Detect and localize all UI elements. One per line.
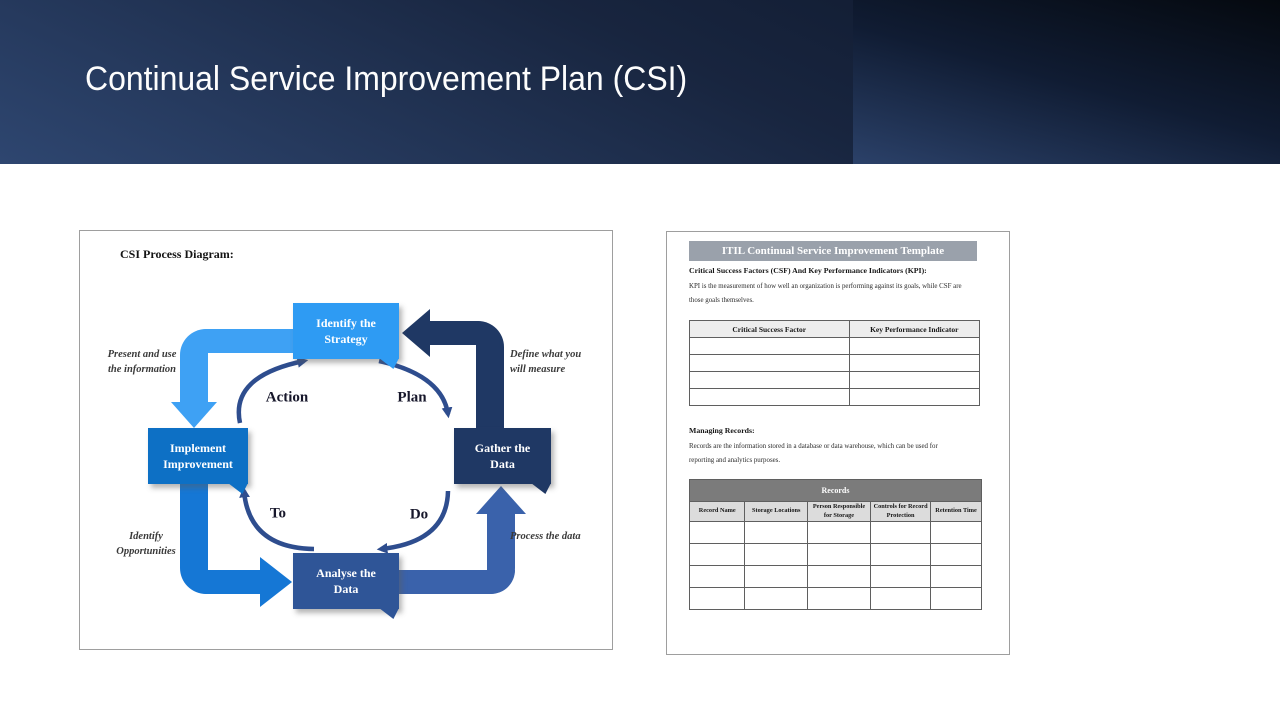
cycle-label-plan: Plan <box>397 389 427 406</box>
arc-action <box>236 356 309 424</box>
csi-diagram-panel: CSI Process Diagram: <box>79 230 613 650</box>
table-header-row: Record Name Storage Locations Person Res… <box>688 501 982 522</box>
table-row <box>689 388 980 406</box>
arc-to <box>239 486 315 552</box>
folded-corner-icon <box>228 483 248 494</box>
box-label-line: Improvement <box>163 457 233 471</box>
table-row <box>689 354 980 372</box>
slide-title: Continual Service Improvement Plan (CSI) <box>85 60 688 98</box>
cycle-label-to: To <box>269 505 287 522</box>
diagram-heading: CSI Process Diagram: <box>120 247 234 261</box>
record-name-header: Record Name <box>688 501 746 522</box>
annotation-define-measure: Define what you will measure <box>510 349 582 375</box>
box-analyse-data: Analyse the Data <box>293 553 399 619</box>
box-label-line: Identify the <box>316 315 376 330</box>
box-identify-strategy: Identify the Strategy <box>293 303 399 369</box>
folded-corner-icon <box>379 608 399 619</box>
annotation-process-data: Process the data <box>510 531 581 542</box>
kpi-col-header: Key Performance Indicator <box>848 320 980 338</box>
table-row <box>689 371 980 389</box>
csf-kpi-table: Critical Success Factor Key Performance … <box>689 320 980 406</box>
person-responsible-header: Person Responsible for Storage <box>806 501 872 522</box>
folded-corner-icon <box>379 358 399 369</box>
table-row <box>688 587 982 610</box>
records-table: Records Record Name Storage Locations Pe… <box>688 479 982 610</box>
box-gather-data: Gather the Data <box>454 428 551 494</box>
box-label-line: Analyse the <box>316 565 376 580</box>
storage-locations-header: Storage Locations <box>744 501 808 522</box>
table-header-row: Critical Success Factor Key Performance … <box>689 320 980 338</box>
table-row <box>688 543 982 566</box>
controls-protection-header: Controls for Record Protection <box>870 501 932 522</box>
table-row <box>688 565 982 588</box>
folded-corner-icon <box>531 483 551 494</box>
box-label-line: Data <box>333 582 359 596</box>
arc-do <box>376 490 451 554</box>
slide-header: Continual Service Improvement Plan (CSI) <box>0 0 1280 164</box>
box-label-line: Strategy <box>324 332 368 346</box>
box-label-line: Gather the <box>474 440 531 455</box>
managing-records-heading: Managing Records: <box>689 426 755 435</box>
box-label-line: Implement <box>170 440 226 455</box>
box-label-line: Data <box>490 457 515 471</box>
itil-template-panel: ITIL Continual Service Improvement Templ… <box>666 231 1010 655</box>
records-title-row: Records <box>689 479 982 502</box>
csf-heading: Critical Success Factors (CSF) And Key P… <box>689 266 927 275</box>
table-row <box>689 337 980 355</box>
header-right-panel <box>853 0 1280 164</box>
records-table-title: Records <box>689 479 982 502</box>
cycle-label-do: Do <box>409 506 429 523</box>
cycle-label-action: Action <box>265 389 309 406</box>
table-row <box>688 521 982 544</box>
box-implement-improvement: Implement Improvement <box>148 428 248 494</box>
retention-time-header: Retention Time <box>930 501 982 522</box>
annotation-present-information: Present and use the information <box>107 349 177 375</box>
csf-col-header: Critical Success Factor <box>689 320 850 338</box>
doc-title-bar: ITIL Continual Service Improvement Templ… <box>689 241 977 261</box>
records-body: Records are the information stored in a … <box>689 443 938 464</box>
annotation-identify-opportunities: Identify Opportunities <box>116 531 176 557</box>
csf-body: KPI is the measurement of how well an or… <box>689 283 962 304</box>
